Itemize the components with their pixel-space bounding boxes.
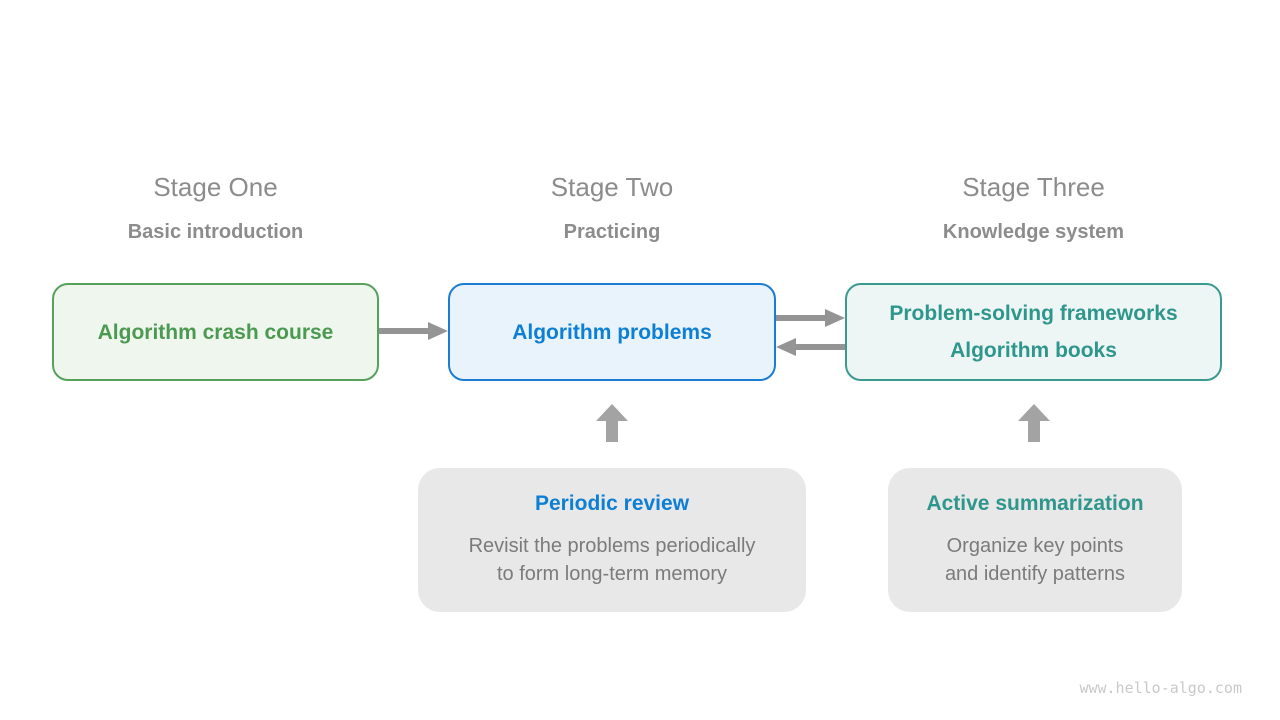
knowledge-system-box: Problem-solving frameworks Algorithm boo… (845, 283, 1222, 381)
panel-body: Organize key points and identify pattern… (945, 532, 1125, 588)
panel-body: Revisit the problems periodically to for… (469, 532, 756, 588)
arrow-right-icon (379, 322, 448, 340)
box-label: Algorithm crash course (97, 320, 334, 344)
stage-two-title: Stage Two (550, 172, 674, 202)
active-summarization-panel: Active summarization Organize key points… (888, 468, 1182, 612)
algorithm-problems-box: Algorithm problems (448, 283, 776, 381)
box-label: Algorithm problems (512, 320, 712, 344)
stage-three-title: Stage Three (962, 172, 1105, 202)
watermark: www.hello-algo.com (1079, 679, 1242, 697)
stage-one-subtitle: Basic introduction (127, 221, 304, 243)
arrow-right-icon (776, 309, 845, 327)
periodic-review-panel: Periodic review Revisit the problems per… (418, 468, 806, 612)
panel-body-line: Revisit the problems periodically (468, 535, 756, 557)
panel-title: Periodic review (534, 492, 690, 515)
arrow-up-icon (596, 404, 628, 442)
panel-title: Active summarization (926, 492, 1144, 515)
box-label: Algorithm books (950, 339, 1117, 362)
stage-two-subtitle: Practicing (563, 221, 661, 243)
arrow-left-icon (776, 338, 845, 356)
stage-three-subtitle: Knowledge system (942, 221, 1125, 243)
algorithm-crash-course-box: Algorithm crash course (52, 283, 379, 381)
stage-one-title: Stage One (153, 172, 278, 202)
box-label: Problem-solving frameworks (889, 302, 1178, 325)
panel-body-line: and identify patterns (944, 563, 1126, 585)
panel-body-line: to form long-term memory (496, 563, 728, 585)
panel-body-line: Organize key points (946, 535, 1124, 557)
arrow-up-icon (1018, 404, 1050, 442)
